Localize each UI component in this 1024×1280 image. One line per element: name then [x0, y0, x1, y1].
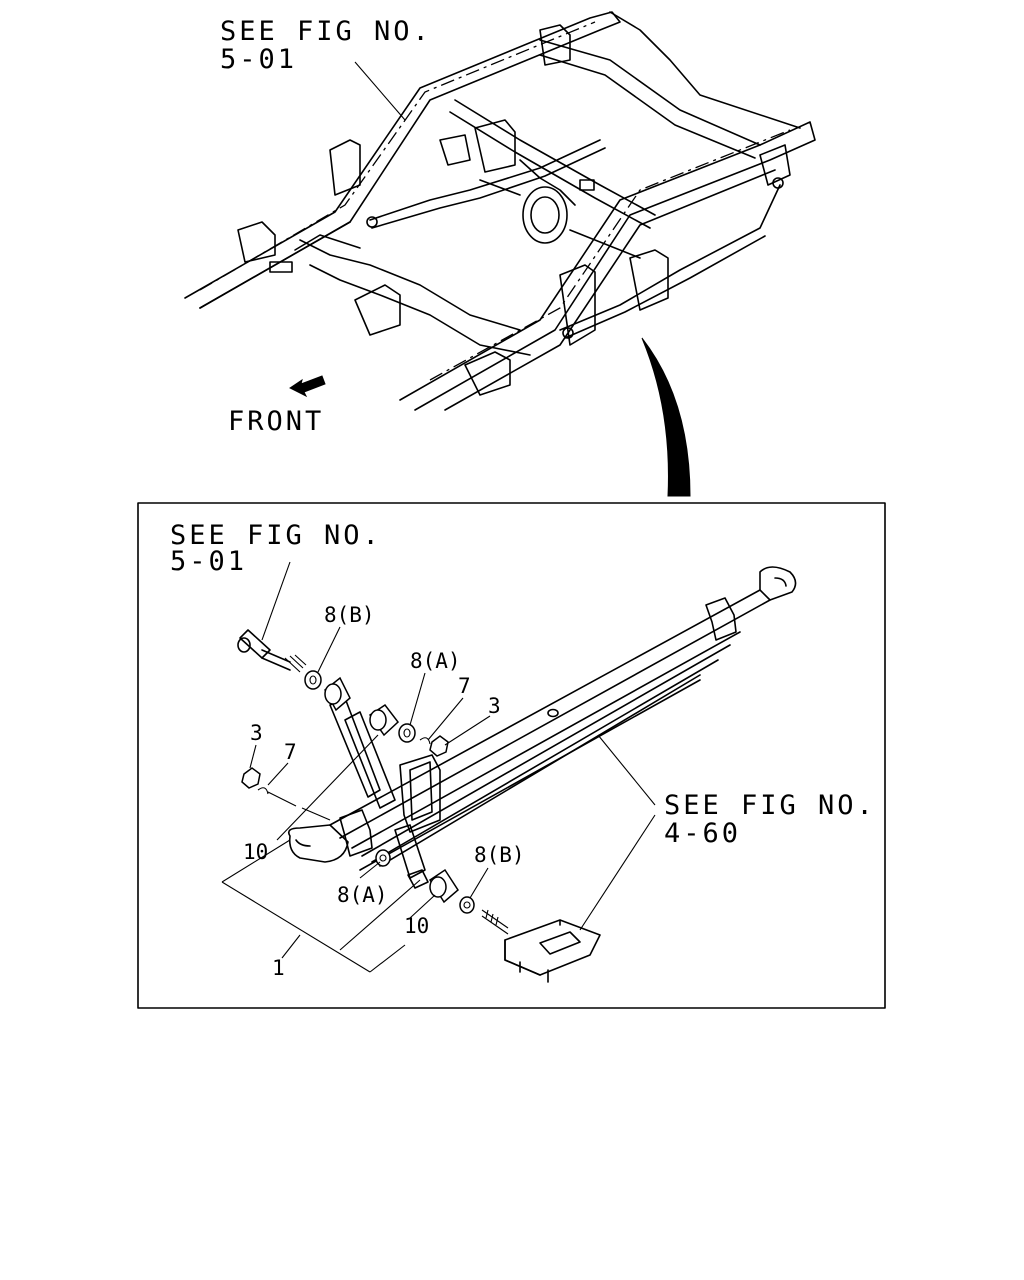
detail-frame-see-fig-label: SEE FIG NO. — [170, 520, 382, 551]
callout-8b-bottom: 8(B) — [474, 843, 525, 867]
detail-view-frame — [137, 502, 886, 1009]
callout-3-top: 3 — [488, 694, 501, 718]
callout-7-top: 7 — [458, 674, 471, 698]
chassis-frame-illustration — [184, 11, 816, 411]
detail-axle-see-fig-label: SEE FIG NO. — [664, 790, 876, 821]
leaf-spring-illustration — [287, 566, 797, 871]
callout-8a-top: 8(A) — [410, 649, 461, 673]
callout-leader-lines — [221, 561, 656, 973]
callout-10-bottom: 10 — [404, 914, 430, 938]
front-pin-illustration — [237, 629, 307, 673]
overview-see-fig-label: SEE FIG NO. — [220, 16, 432, 47]
front-direction-label: FRONT — [228, 406, 325, 437]
detail-frame-see-fig-number: 5-01 — [170, 546, 248, 577]
callout-8a-bottom: 8(A) — [337, 883, 388, 907]
shock-absorber-illustration — [329, 697, 429, 889]
hardware-parts-illustration — [241, 670, 601, 983]
front-arrow-icon — [289, 375, 326, 398]
callout-1-assembly: 1 — [272, 956, 285, 980]
detail-axle-see-fig-number: 4-60 — [664, 818, 742, 849]
callout-7-left: 7 — [284, 740, 297, 764]
callout-3-left: 3 — [250, 721, 263, 745]
callout-8b-top: 8(B) — [324, 603, 375, 627]
detail-pointer-arrow — [641, 337, 691, 497]
overview-see-fig-number: 5-01 — [220, 44, 298, 75]
callout-10-left: 10 — [243, 840, 269, 864]
